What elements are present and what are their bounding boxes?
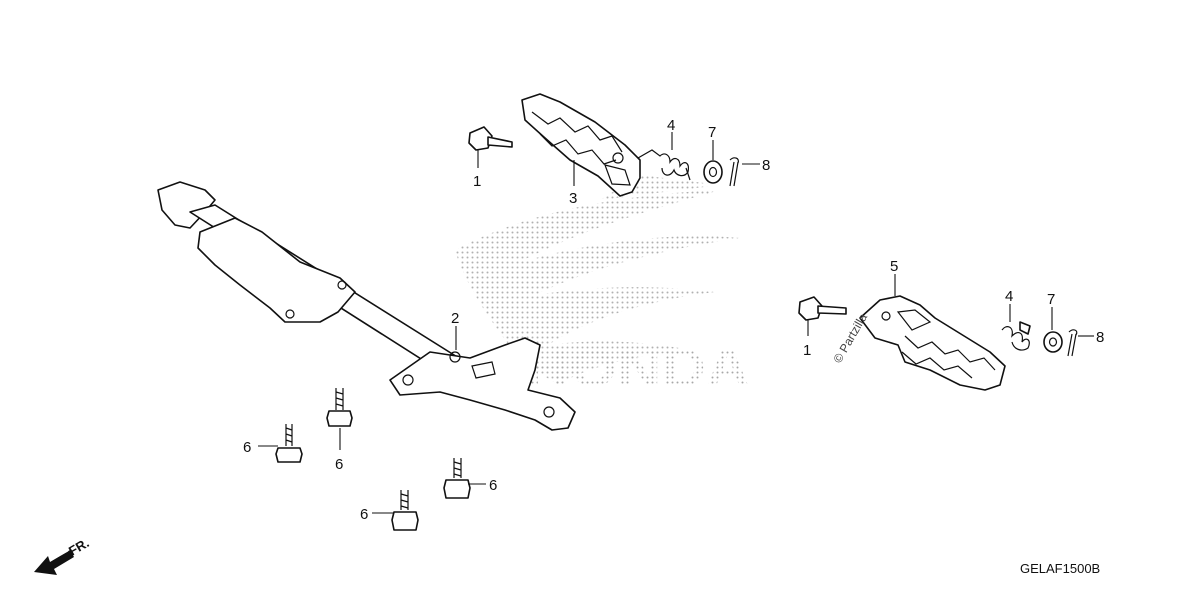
- callout-4-lower: 4: [1005, 288, 1013, 305]
- front-direction-arrow: [34, 550, 74, 575]
- footpeg-right: [521, 93, 641, 197]
- callout-2: 2: [451, 310, 459, 327]
- callout-5: 5: [890, 258, 898, 275]
- pin-lower: [798, 296, 847, 321]
- callout-8-lower: 8: [1096, 329, 1104, 346]
- pin-upper: [468, 126, 513, 151]
- leader-lines: [258, 132, 1094, 514]
- footpeg-left: [859, 295, 1006, 391]
- callout-6-c: 6: [489, 477, 497, 494]
- honda-watermark-text: HONDA: [525, 338, 750, 398]
- callout-6-a: 6: [243, 439, 251, 456]
- callout-6-d: 6: [360, 506, 368, 523]
- partzilla-watermark: © Partzilla: [830, 311, 870, 366]
- washer-upper: [703, 160, 723, 184]
- washer-lower: [1043, 331, 1063, 353]
- callout-4-upper: 4: [667, 117, 675, 134]
- callout-7-lower: 7: [1047, 291, 1055, 308]
- callout-3: 3: [569, 190, 577, 207]
- callout-8-upper: 8: [762, 157, 770, 174]
- diagram-code: GELAF1500B: [1020, 561, 1100, 576]
- spring-lower: [1001, 321, 1031, 351]
- callout-7-upper: 7: [708, 124, 716, 141]
- flange-bolt-4: [391, 490, 419, 531]
- flange-bolt-2: [326, 388, 353, 427]
- callout-6-b: 6: [335, 456, 343, 473]
- spring-upper: [637, 149, 691, 181]
- step-bar-assembly: [157, 181, 576, 431]
- callout-1-lower: 1: [803, 342, 811, 359]
- flange-bolt-1: [275, 424, 303, 463]
- flange-bolt-3: [443, 458, 471, 499]
- cotter-pin-lower: [1067, 329, 1078, 357]
- callout-1-upper: 1: [473, 173, 481, 190]
- cotter-pin-upper: [729, 157, 739, 187]
